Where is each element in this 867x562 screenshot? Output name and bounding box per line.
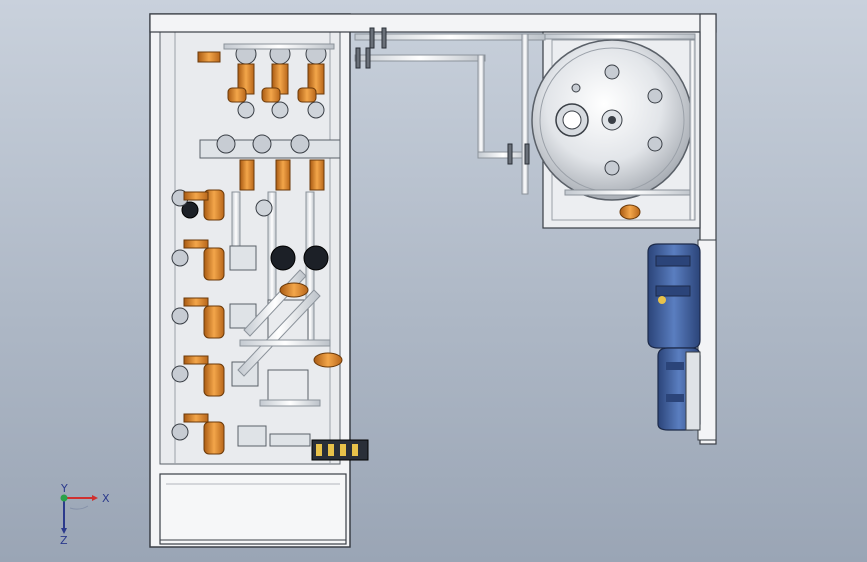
y-axis-label: Y	[60, 484, 68, 495]
top-valve-1	[227, 43, 257, 119]
top-valve-3	[297, 43, 327, 119]
valve-stack-1	[171, 189, 225, 221]
pump-lower	[657, 347, 701, 431]
connector-block	[269, 433, 369, 461]
z-axis-label: Z	[60, 534, 68, 546]
axis-triad: X Y Z	[60, 484, 110, 546]
mid-orange-fitting	[279, 282, 309, 298]
top-flanges	[355, 27, 530, 165]
pump-upper	[647, 239, 717, 441]
valve-stack-5	[171, 413, 267, 455]
y-axis-point	[60, 494, 68, 502]
x-axis-label: X	[102, 492, 110, 505]
top-valve-manifold	[197, 43, 335, 119]
valve-stack-2	[171, 239, 257, 281]
tank-vessel	[531, 39, 693, 220]
dark-motors	[181, 199, 329, 271]
top-piping	[354, 33, 696, 221]
